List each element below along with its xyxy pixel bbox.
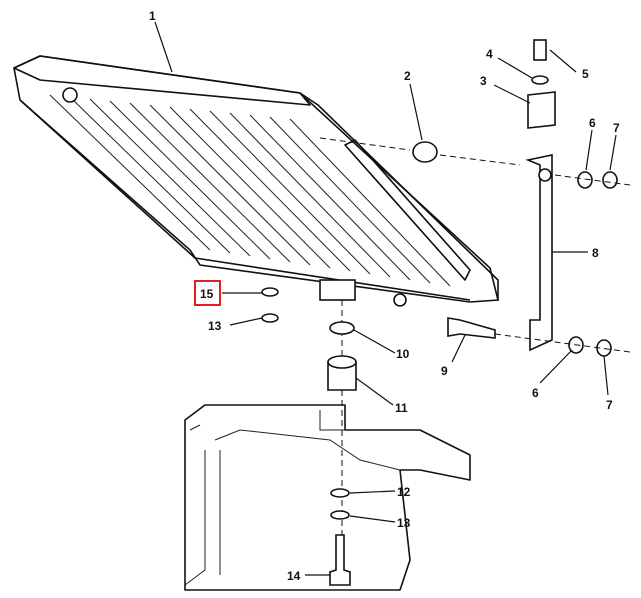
callout-7-lower: 7	[606, 398, 613, 412]
callout-12: 12	[397, 485, 411, 499]
callout-5: 5	[582, 67, 589, 81]
callout-7-upper: 7	[613, 121, 620, 135]
part-7-nut	[602, 171, 618, 189]
part-6-washer	[577, 171, 593, 189]
part-12-washer	[330, 488, 350, 498]
mounting-frame	[184, 404, 471, 591]
part-2-bushing	[412, 141, 438, 163]
callout-13-upper: 13	[208, 319, 222, 333]
callout-6-lower: 6	[532, 386, 539, 400]
part-8-strap	[525, 154, 553, 352]
callout-9: 9	[441, 364, 448, 378]
callout-8: 8	[592, 246, 599, 260]
leader-lines	[154, 21, 617, 576]
callout-11: 11	[395, 401, 408, 415]
part-10-pad	[329, 321, 355, 335]
callout-14: 14	[287, 569, 301, 583]
part-13-washer	[261, 313, 279, 323]
callout-6-upper: 6	[589, 116, 596, 130]
part-15-nut	[261, 287, 279, 297]
part-13-lower-washer	[330, 510, 350, 520]
part-3-clamp	[527, 91, 556, 129]
callout-3: 3	[480, 74, 487, 88]
highlight-box	[194, 280, 221, 306]
part-5-screw	[533, 39, 547, 61]
callout-4: 4	[486, 47, 493, 61]
callout-13-lower: 13	[397, 516, 411, 530]
callout-15: 15	[200, 287, 214, 301]
callout-10: 10	[396, 347, 410, 361]
lower-mount-parts	[261, 287, 357, 586]
radiator	[13, 55, 500, 307]
bracket-assembly	[319, 39, 631, 357]
callout-2: 2	[404, 69, 411, 83]
callout-1: 1	[149, 9, 156, 23]
part-14-bolt	[329, 534, 351, 586]
part-4-washer	[531, 75, 549, 85]
callout-labels: 1 2 4 5 3 6 7 8 15 13 10 9 6 7 11 12 13 …	[149, 9, 620, 583]
part-9-bolt	[447, 317, 496, 339]
